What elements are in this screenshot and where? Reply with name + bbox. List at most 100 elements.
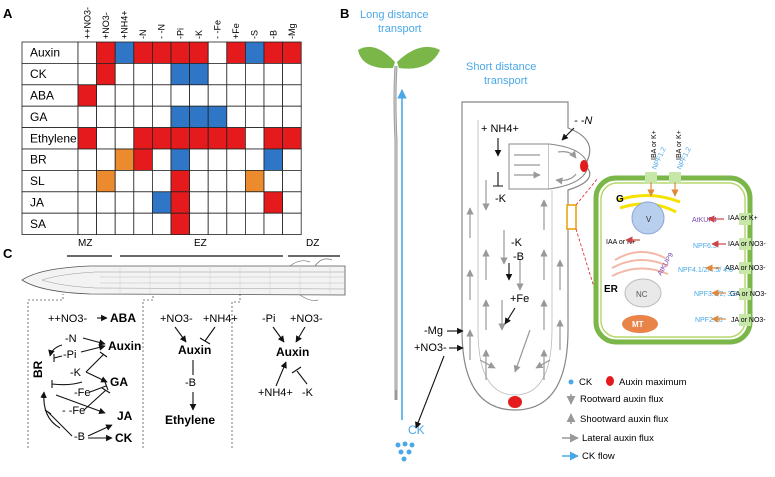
- heatmap-cell: [133, 127, 153, 150]
- heatmap-cell: [170, 63, 191, 86]
- mz-auxin-label: Auxin: [108, 339, 141, 353]
- heatmap-cell: [244, 84, 265, 107]
- heatmap-cell: [96, 41, 116, 64]
- heatmap-cell: [133, 169, 153, 193]
- heatmap-cell: [133, 105, 153, 128]
- short-distance-line2: transport: [484, 75, 527, 87]
- b-b-label: -B: [513, 251, 524, 263]
- iba-k-1-label: IBA or K+: [651, 130, 658, 160]
- heatmap-cell: [96, 105, 116, 128]
- heatmap-cell: [207, 148, 228, 171]
- heatmap-cell: [170, 84, 191, 107]
- zone-ez-label: EZ: [194, 238, 207, 249]
- heatmap-cell: [263, 105, 284, 128]
- b-mg-label: -Mg: [424, 325, 443, 337]
- mz-pi-label: -Pi: [63, 349, 76, 361]
- heatmap-cell: [77, 41, 98, 64]
- panel-b-letter: B: [340, 6, 349, 21]
- zone-mz-label: MZ: [78, 238, 92, 249]
- heatmap-cell: [263, 191, 284, 214]
- heatmap-cell: [189, 84, 209, 107]
- heatmap-cell: [133, 212, 153, 235]
- heatmap-cell: [96, 212, 116, 235]
- heatmap-cell: [282, 63, 302, 86]
- heatmap-cell: [77, 212, 98, 235]
- npf3-label: NPF3.1/2, 3.3: [694, 291, 737, 298]
- ez-eth-label: Ethylene: [165, 413, 215, 427]
- heatmap-cell: [151, 212, 172, 235]
- heatmap-cell: [114, 41, 135, 64]
- heatmap-cell: [226, 41, 246, 64]
- dz-no3-label: +NO3-: [290, 313, 323, 325]
- cell-v-label: V: [646, 215, 652, 224]
- ck-tip-label: CK: [408, 423, 425, 437]
- zone-dz-label: DZ: [306, 238, 319, 249]
- heatmap-col-header: -Pi: [175, 28, 185, 39]
- heatmap-cell: [282, 41, 302, 64]
- heatmap-row-label: GA: [30, 110, 47, 124]
- legend-rootward: Rootward auxin flux: [580, 394, 664, 405]
- heatmap-cell: [226, 148, 246, 171]
- heatmap-cell: [282, 105, 302, 128]
- heatmap-cell: [226, 191, 246, 214]
- ga-no3-label: GA or NO3-: [730, 291, 767, 298]
- heatmap-col-header: -N: [138, 30, 148, 40]
- heatmap-cell: [77, 127, 98, 150]
- ez-network: +NO3- +NH4+ Auxin -B Ethylene: [160, 313, 238, 427]
- heatmap-col-header: -B: [268, 30, 278, 39]
- heatmap-cell: [207, 41, 228, 64]
- heatmap-col-header: -K: [194, 30, 204, 39]
- mz-fe2-label: - -Fe: [62, 405, 85, 417]
- mz-ga-label: GA: [110, 375, 128, 389]
- heatmap-cell: [244, 169, 265, 193]
- heatmap-col-header: -Mg: [287, 24, 297, 40]
- heatmap-cell: [96, 169, 116, 193]
- heatmap-row-label: SL: [30, 174, 45, 188]
- heatmap-row-label: CK: [30, 67, 47, 81]
- heatmap-cell: [207, 191, 228, 214]
- heatmap-cell: [96, 191, 116, 214]
- panel-a-letter: A: [3, 6, 13, 21]
- akup4-label: AtKUP4: [692, 217, 717, 224]
- heatmap-cell: [151, 105, 172, 128]
- heatmap-cell: [77, 191, 98, 214]
- heatmap-cell: [244, 63, 265, 86]
- legend-ck: CK: [579, 377, 593, 388]
- iba-k-2-label: IBA or K+: [676, 130, 683, 160]
- heatmap-cell: [170, 191, 191, 214]
- heatmap-cell: [133, 84, 153, 107]
- heatmap-cell: [151, 84, 172, 107]
- b-fe-label: +Fe: [510, 293, 529, 305]
- long-distance-line2: transport: [378, 23, 421, 35]
- heatmap-cell: [244, 212, 265, 235]
- npf42-label: NPF4.1/2/4.5/ 4.6: [678, 267, 733, 274]
- heatmap-cell: [96, 84, 116, 107]
- ez-b-label: -B: [185, 377, 196, 389]
- heatmap-col-header: - -Fe: [213, 20, 223, 39]
- heatmap-cell: [207, 212, 228, 235]
- heatmap-cell: [151, 63, 172, 86]
- mz-network: ++NO3- ABA -N Auxin -Pi BR -K GA -Fe - -…: [31, 311, 141, 445]
- cell-iaa-k-left: IAA or K+: [606, 239, 636, 246]
- heatmap-cell: [263, 41, 284, 64]
- heatmap-cell: [151, 191, 172, 214]
- dz-auxin-label: Auxin: [276, 345, 309, 359]
- heatmap-cell: [114, 212, 135, 235]
- heatmap-cell: [226, 169, 246, 193]
- heatmap-cell: [96, 148, 116, 171]
- heatmap-cell: [226, 212, 246, 235]
- heatmap-cell: [114, 148, 135, 171]
- heatmap-cell: [151, 41, 172, 64]
- heatmap-col-header: ++NO3-: [82, 7, 92, 39]
- heatmap-cell: [170, 105, 191, 128]
- heatmap-cell: [189, 41, 209, 64]
- heatmap-cell: [170, 127, 191, 150]
- heatmap-cell: [207, 105, 228, 128]
- heatmap-cell: [244, 127, 265, 150]
- long-distance-line1: Long distance: [360, 9, 429, 21]
- dz-network: -Pi +NO3- Auxin +NH4+ -K: [258, 313, 323, 399]
- heatmap-cell: [244, 41, 265, 64]
- heatmap-row-label: BR: [30, 153, 47, 167]
- short-distance-line1: Short distance: [466, 61, 536, 73]
- cell-er-label: ER: [604, 284, 619, 295]
